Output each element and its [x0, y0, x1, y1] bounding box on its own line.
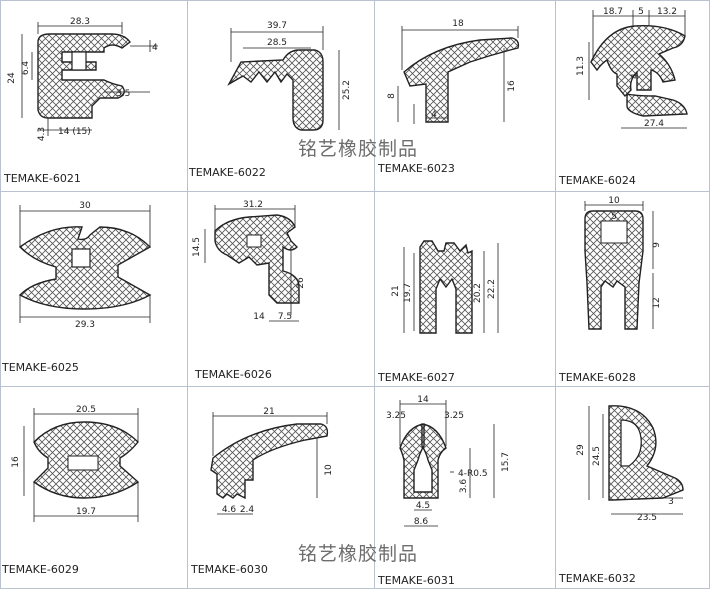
dim-6029-top: 20.5 [76, 405, 96, 415]
profile-drawing-6022: 39.7 28.5 25.2 [227, 21, 352, 131]
dim-6021-slot: 6.4 [21, 61, 31, 76]
dim-6024-bottom: 27.4 [644, 119, 664, 129]
profile-cell-6023: 18 8 4 16 TEMAKE-6023 [374, 0, 555, 191]
dim-6021-lip: 4 [152, 43, 158, 53]
dim-6023-width: 18 [452, 19, 464, 29]
dim-6028-lower: 12 [652, 297, 662, 308]
dim-6031-lip-h: 3.6 [459, 479, 469, 494]
dim-6028-upper: 9 [652, 242, 662, 248]
profile-drawing-6026: 31.2 14.5 26 14 7.5 [192, 200, 306, 322]
dim-6031-base: 8.6 [414, 517, 429, 527]
dim-6029-bottom: 19.7 [76, 507, 96, 517]
dim-6025-bottom: 29.3 [75, 320, 95, 330]
profile-cell-6031: 14 3.25 3.25 4-R0.5 3.6 15.7 4.5 8.6 TEM… [374, 386, 555, 589]
dim-6022-width: 39.7 [267, 21, 287, 31]
dim-6023-height: 16 [507, 80, 517, 92]
profile-drawing-6032: 29 24.5 3 23.5 [576, 405, 684, 523]
profile-label-6022: TEMAKE-6022 [189, 166, 266, 179]
dim-6030-height: 10 [324, 464, 334, 476]
dim-6022-height: 25.2 [342, 80, 352, 100]
dim-6031-right-lip: 3.25 [444, 411, 464, 421]
profile-label-6032: TEMAKE-6032 [559, 572, 636, 585]
profile-cell-6021: 28.3 4 6.4 24 3.5 4.3 14 (15) TEMAKE-602… [0, 0, 187, 191]
watermark-bottom: 铭艺橡胶制品 [298, 543, 419, 565]
profile-label-6031: TEMAKE-6031 [378, 574, 455, 587]
profile-drawing-6030: 21 10 4.6 2.4 [210, 407, 334, 515]
dim-6026-base: 14 [253, 312, 265, 322]
profile-label-6023: TEMAKE-6023 [378, 162, 455, 175]
dim-6030-foot: 4.6 [222, 505, 237, 515]
profile-drawing-6025: 30 29.3 [18, 201, 152, 330]
dim-6028-slot: 5 [611, 212, 617, 222]
profile-label-6028: TEMAKE-6028 [559, 371, 636, 384]
dim-6023-stem-h: 8 [387, 93, 397, 99]
dim-6026-width: 31.2 [243, 200, 263, 210]
dim-6021-base: 4.3 [37, 127, 47, 141]
profile-drawing-6028: 10 5 9 12 [584, 196, 662, 330]
dim-6024-left: 18.7 [603, 7, 623, 17]
profile-label-6025: TEMAKE-6025 [2, 361, 79, 374]
profile-drawing-6027: 21 19.7 20.2 22.2 [391, 240, 499, 334]
dim-6024-right: 13.2 [657, 7, 677, 17]
dim-6024-slot: 4 [630, 73, 640, 79]
dim-6027-total: 22.2 [487, 279, 497, 299]
dim-6026-head: 14.5 [192, 237, 202, 257]
profile-drawing-6031: 14 3.25 3.25 4-R0.5 3.6 15.7 4.5 8.6 [386, 395, 511, 527]
dim-6024-height: 11.3 [576, 56, 586, 76]
profile-cell-6026: 31.2 14.5 26 14 7.5 TEMAKE-6026 [187, 191, 374, 386]
dim-6032-height: 29 [576, 444, 586, 456]
watermark-top: 铭艺橡胶制品 [298, 138, 419, 160]
profile-drawing-6024: 18.7 5 13.2 11.3 4 27.4 [576, 7, 688, 129]
profile-cell-6032: 29 24.5 3 23.5 TEMAKE-6032 [555, 386, 710, 589]
dim-6023-stem-w: 4 [431, 110, 437, 120]
profile-drawing-6023: 18 8 4 16 [387, 19, 520, 124]
profile-label-6029: TEMAKE-6029 [2, 563, 79, 576]
dim-6032-base: 23.5 [637, 513, 657, 523]
profile-label-6030: TEMAKE-6030 [191, 563, 268, 576]
dim-6028-width: 10 [608, 196, 620, 206]
profile-cell-6024: 18.7 5 13.2 11.3 4 27.4 TEMAKE-6024 [555, 0, 710, 191]
dim-6024-gap: 5 [638, 7, 644, 17]
dim-6031-width: 14 [417, 395, 429, 405]
dim-6031-slot: 4.5 [416, 501, 430, 511]
profile-label-6024: TEMAKE-6024 [559, 174, 636, 187]
profile-label-6021: TEMAKE-6021 [4, 172, 81, 185]
profile-cell-6027: 21 19.7 20.2 22.2 TEMAKE-6027 [374, 191, 555, 386]
profile-cell-6028: 10 5 9 12 TEMAKE-6028 [555, 191, 710, 386]
profile-cell-6030: 21 10 4.6 2.4 TEMAKE-6030 [187, 386, 374, 589]
profile-cell-6025: 30 29.3 TEMAKE-6025 [0, 191, 187, 386]
dim-6022-inner: 28.5 [267, 38, 287, 48]
dim-6026-lip: 7.5 [278, 312, 292, 322]
dim-6021-width: 28.3 [70, 17, 90, 27]
dim-6021-bottom: 14 (15) [58, 127, 91, 137]
dim-6032-loop: 24.5 [592, 446, 602, 466]
dim-6030-width: 21 [263, 407, 274, 417]
profile-cell-6029: 20.5 16 19.7 TEMAKE-6029 [0, 386, 187, 589]
profile-drawing-6029: 20.5 16 19.7 [11, 405, 140, 522]
dim-6031-radius: 4-R0.5 [458, 469, 488, 479]
profile-label-6027: TEMAKE-6027 [378, 371, 455, 384]
dim-6027-inner: 19.7 [403, 283, 413, 303]
dim-6029-height: 16 [11, 456, 21, 468]
dim-6031-height: 15.7 [501, 452, 511, 472]
profile-drawing-6021: 28.3 4 6.4 24 3.5 4.3 14 (15) [7, 17, 158, 141]
dim-6027-mid: 20.2 [473, 283, 483, 303]
dim-6030-gap: 2.4 [240, 505, 255, 515]
dim-6032-lip: 3 [668, 497, 674, 507]
dim-6025-top: 30 [79, 201, 91, 211]
dim-6027-outer: 21 [391, 285, 401, 296]
profile-label-6026: TEMAKE-6026 [195, 368, 272, 381]
profile-cell-6022: 39.7 28.5 25.2 TEMAKE-6022 [187, 0, 374, 191]
dim-6031-left-lip: 3.25 [386, 411, 406, 421]
dim-6021-step: 3.5 [116, 89, 130, 99]
dim-6021-height: 24 [7, 72, 17, 84]
dim-6026-height: 26 [296, 277, 306, 289]
